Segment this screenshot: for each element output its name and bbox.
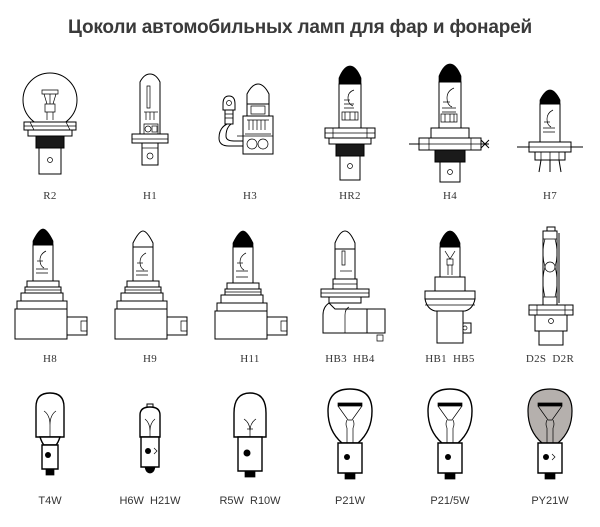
bulb-py21w-icon (511, 381, 589, 489)
bulb-cell-h8[interactable]: H8 (0, 202, 100, 365)
bulb-label: H3 (242, 190, 258, 202)
bulb-grid: R2 (0, 39, 600, 507)
bulb-h6w-h21w-icon (114, 381, 186, 489)
bulb-r5w-r10w-icon (214, 381, 286, 489)
bulb-label: H7 (542, 190, 558, 202)
bulb-label: P21W (335, 495, 365, 507)
bulb-h3-icon (207, 56, 293, 184)
bulb-h4-icon (407, 56, 493, 184)
bulb-hr2-icon (311, 56, 389, 184)
bulb-hb3-hb4-icon (307, 219, 393, 347)
bulb-h9-icon (107, 219, 193, 347)
bulb-label: R5W R10W (219, 495, 281, 507)
bulb-h8-icon (7, 219, 93, 347)
bulb-cell-r5w-r10w[interactable]: R5W R10W (200, 365, 300, 507)
bulb-label: H4 (442, 190, 458, 202)
bulb-row: R2 (0, 39, 600, 202)
bulb-cell-py21w[interactable]: PY21W (500, 365, 600, 507)
bulb-h11-icon (207, 219, 293, 347)
bulb-label: PY21W (531, 495, 569, 507)
bulb-label: H1 (142, 190, 158, 202)
bulb-cell-d2s-d2r[interactable]: D2S D2R (500, 202, 600, 365)
bulb-label: P21/5W (430, 495, 470, 507)
bulb-label: H9 (142, 353, 158, 365)
bulb-cell-h11[interactable]: H11 (200, 202, 300, 365)
bulb-cell-r2[interactable]: R2 (0, 39, 100, 202)
bulb-cell-h4[interactable]: H4 (400, 39, 500, 202)
bulb-cell-t4w[interactable]: T4W (0, 365, 100, 507)
bulb-t4w-icon (14, 381, 86, 489)
bulb-label: HB3 HB4 (325, 353, 375, 365)
bulb-cell-hb1-hb5[interactable]: HB1 HB5 (400, 202, 500, 365)
bulb-cell-h9[interactable]: H9 (100, 202, 200, 365)
bulb-label: T4W (38, 495, 62, 507)
bulb-cell-p21-5w[interactable]: P21/5W (400, 365, 500, 507)
bulb-cell-p21w[interactable]: P21W (300, 365, 400, 507)
bulb-label: HB1 HB5 (425, 353, 475, 365)
bulb-label: R2 (43, 190, 57, 202)
bulb-label: HR2 (339, 190, 361, 202)
page-title: Цоколи автомобильных ламп для фар и фона… (68, 17, 532, 38)
bulb-cell-h6w-h21w[interactable]: H6W H21W (100, 365, 200, 507)
bulb-label: H8 (42, 353, 58, 365)
bulb-hb1-hb5-icon (407, 219, 493, 347)
bulb-label: H11 (240, 353, 260, 365)
bulb-cell-h7[interactable]: H7 (500, 39, 600, 202)
bulb-p21w-icon (311, 381, 389, 489)
bulb-cell-hr2[interactable]: HR2 (300, 39, 400, 202)
bulb-label: D2S D2R (525, 353, 575, 365)
bulb-p21-5w-icon (411, 381, 489, 489)
bulb-h7-icon (507, 56, 593, 184)
bulb-label: H6W H21W (119, 495, 181, 507)
bulb-h1-icon (114, 56, 186, 184)
bulb-cell-hb3-hb4[interactable]: HB3 HB4 (300, 202, 400, 365)
bulb-r2-icon (14, 56, 86, 184)
bulb-cell-h1[interactable]: H1 (100, 39, 200, 202)
bulb-d2s-d2r-icon (507, 219, 593, 347)
bulb-row: H8 (0, 202, 600, 365)
bulb-row: T4W H6W H21W (0, 365, 600, 507)
bulb-cell-h3[interactable]: H3 (200, 39, 300, 202)
